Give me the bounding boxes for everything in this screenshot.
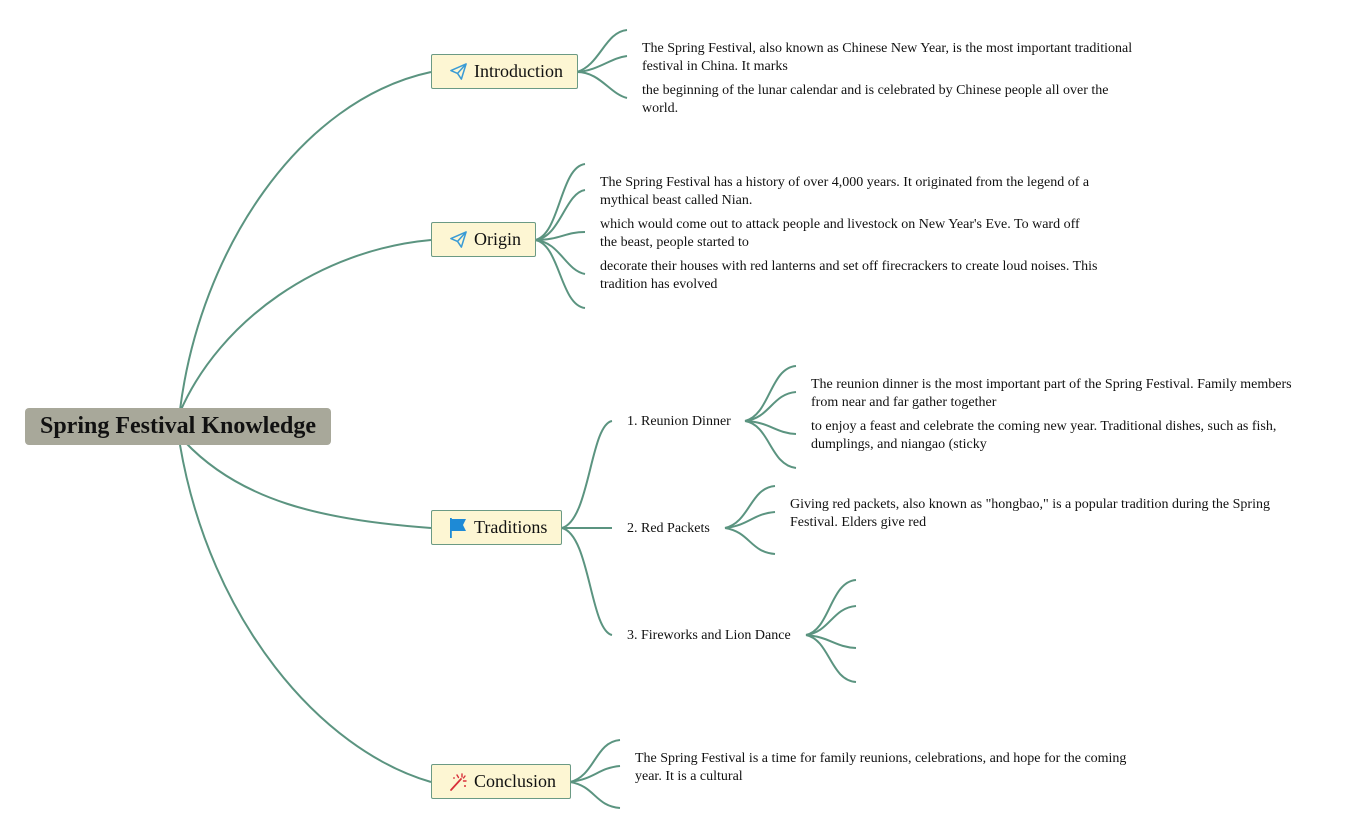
root-topic-label: Spring Festival Knowledge xyxy=(39,413,316,439)
root-topic[interactable]: Spring Festival Knowledge xyxy=(25,408,331,445)
branch-fireworks-fan-1 xyxy=(805,579,857,636)
branch-fireworks-fan-2 xyxy=(805,605,857,636)
branch-traditions-reunion xyxy=(561,420,613,529)
branch-reunion-fan-4 xyxy=(744,420,797,469)
branch-origin-fan-5 xyxy=(534,239,586,309)
branch-redpackets-fan-1 xyxy=(724,485,776,529)
branch-root-introduction xyxy=(179,71,432,411)
branch-redpackets-fan-2 xyxy=(724,511,776,529)
branch-intro-fan-2 xyxy=(576,55,628,73)
leaf-reunion-1[interactable]: The reunion dinner is the most important… xyxy=(811,377,1292,410)
branch-origin-fan-2 xyxy=(534,189,586,241)
topic-origin-label: Origin xyxy=(474,229,521,249)
magic-wand-icon xyxy=(448,772,468,792)
subtopic-red-packets[interactable]: 2. Red Packets xyxy=(627,521,710,536)
branch-root-conclusion xyxy=(179,444,432,783)
branch-conclusion-fan-1 xyxy=(569,739,621,783)
branch-reunion-fan-3 xyxy=(744,420,797,435)
leaf-origin-1[interactable]: The Spring Festival has a history of ove… xyxy=(600,175,1090,208)
leaf-origin-2[interactable]: which would come out to attack people an… xyxy=(600,217,1080,250)
branch-redpackets-fan-3 xyxy=(724,527,776,555)
leaf-introduction-1[interactable]: The Spring Festival, also known as Chine… xyxy=(642,41,1133,74)
leaf-introduction-2[interactable]: the beginning of the lunar calendar and … xyxy=(642,83,1109,116)
branch-fireworks-fan-4 xyxy=(805,634,857,683)
topic-traditions-label: Traditions xyxy=(474,517,548,537)
branch-origin-fan-1 xyxy=(534,163,586,241)
branch-fireworks-fan-3 xyxy=(805,634,857,649)
branch-origin-fan-3 xyxy=(534,231,586,241)
branch-intro-fan-3 xyxy=(576,71,628,99)
leaf-red-packets-1[interactable]: Giving red packets, also known as "hongb… xyxy=(790,497,1270,530)
leaf-origin-3[interactable]: decorate their houses with red lanterns … xyxy=(600,259,1098,292)
branch-traditions-fireworks xyxy=(561,527,613,636)
branch-origin-fan-4 xyxy=(534,239,586,275)
leaf-conclusion-1[interactable]: The Spring Festival is a time for family… xyxy=(635,751,1127,784)
branch-root-origin xyxy=(179,239,432,413)
topic-introduction-label: Introduction xyxy=(474,61,563,81)
subtopic-fireworks-lion-dance[interactable]: 3. Fireworks and Lion Dance xyxy=(627,628,791,643)
topic-conclusion[interactable]: Conclusion xyxy=(431,764,572,799)
topic-origin[interactable]: Origin xyxy=(431,222,536,257)
topic-introduction[interactable]: Introduction xyxy=(431,54,578,89)
branch-root-traditions xyxy=(184,441,432,529)
paper-plane-icon xyxy=(448,230,468,250)
branch-intro-fan-1 xyxy=(576,29,628,73)
branch-conclusion-fan-2 xyxy=(569,765,621,783)
paper-plane-icon xyxy=(448,62,468,82)
branch-reunion-fan-2 xyxy=(744,391,797,422)
flag-icon xyxy=(448,517,468,538)
topic-traditions[interactable]: Traditions xyxy=(431,510,563,545)
topic-conclusion-label: Conclusion xyxy=(474,771,557,791)
branch-reunion-fan-1 xyxy=(744,365,797,422)
leaf-reunion-2[interactable]: to enjoy a feast and celebrate the comin… xyxy=(811,419,1277,452)
subtopic-reunion-dinner[interactable]: 1. Reunion Dinner xyxy=(627,414,731,429)
branch-conclusion-fan-3 xyxy=(569,781,621,809)
